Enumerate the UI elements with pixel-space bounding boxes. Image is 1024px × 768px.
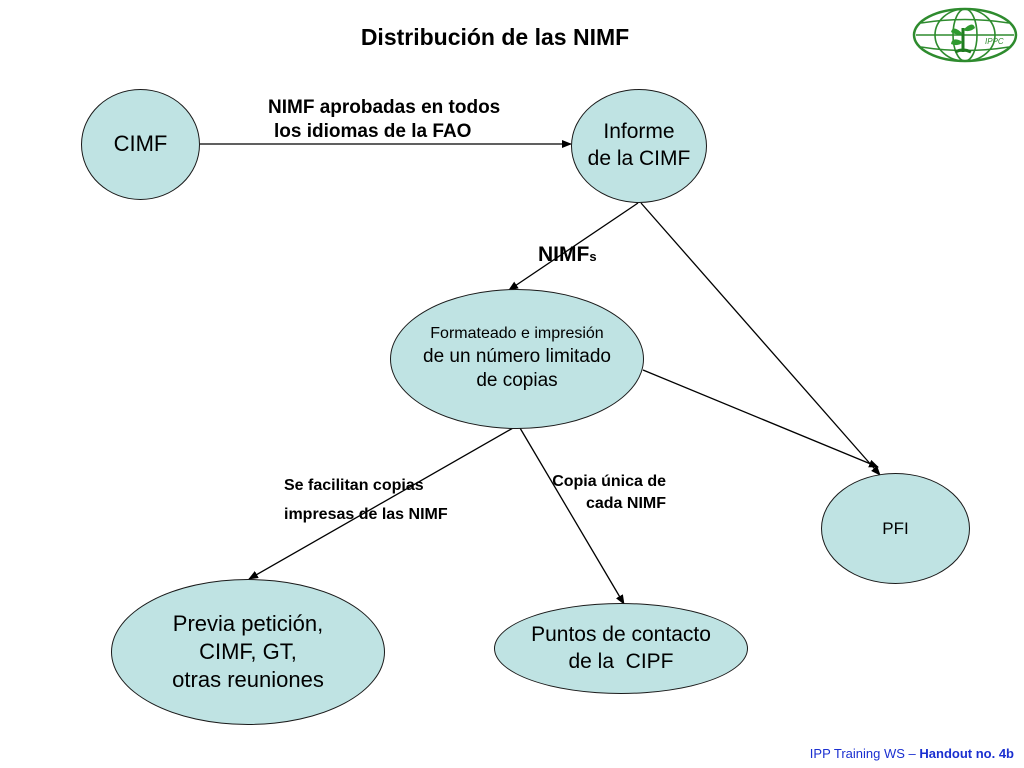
- node-pfi: PFI: [821, 473, 970, 584]
- node-cimf-label: CIMF: [113, 131, 168, 157]
- edge-label-copia: Copia única de cada NIMF: [520, 471, 666, 515]
- node-previa-line1: Previa petición,: [172, 610, 324, 636]
- node-previa-peticion: Previa petición, CIMF, GT, otras reunion…: [111, 579, 385, 725]
- node-formateado: Formateado e impresión de un número limi…: [390, 289, 644, 429]
- node-formateado-line3: de copias: [476, 370, 558, 392]
- node-pfi-label: PFI: [882, 518, 909, 538]
- edge-label-aprobadas-line1: NIMF aprobadas en todos: [268, 97, 501, 118]
- node-puntos-line1: Puntos de contacto: [531, 622, 711, 646]
- node-formateado-line1: Formateado e impresión: [430, 325, 604, 343]
- ippc-logo: IPPC: [911, 6, 1019, 69]
- arrow-formateado-to-previa: [248, 427, 514, 580]
- edge-label-aprobadas-line2: los idiomas de la FAO: [274, 121, 472, 142]
- node-puntos-line2: de la CIPF: [568, 649, 674, 673]
- ippc-globe-plant-logo: IPPC: [912, 7, 1018, 63]
- edge-label-facilitan-line1: Se facilitan copias: [284, 477, 424, 494]
- edge-label-copia-line1: Copia única de: [552, 473, 666, 490]
- edge-label-facilitan-line2: impresas de las NIMF: [284, 506, 448, 523]
- logo-text: IPPC: [985, 37, 1004, 46]
- node-previa-line3: otras reuniones: [172, 667, 324, 693]
- footer-handout-number: Handout no. 4b: [919, 746, 1014, 761]
- edge-label-nimfs: NIMFs: [538, 243, 597, 267]
- footer-prefix: IPP Training WS –: [809, 746, 920, 761]
- node-informe-line1: Informe: [603, 120, 675, 144]
- node-informe-cimf: Informe de la CIMF: [571, 89, 707, 203]
- edge-label-facilitan: Se facilitan copias impresas de las NIMF: [284, 471, 448, 529]
- node-formateado-line2: de un número limitado: [423, 345, 611, 367]
- arrow-formateado-to-pfi: [642, 369, 879, 468]
- arrow-informe-to-pfi: [640, 202, 881, 476]
- node-cimf: CIMF: [81, 89, 200, 200]
- arrow-formateado-to-puntos: [519, 427, 625, 605]
- node-puntos-contacto: Puntos de contacto de la CIPF: [494, 603, 748, 694]
- edge-label-nimfs-main: NIMF: [538, 243, 590, 266]
- edge-label-nimfs-sub: s: [589, 249, 597, 264]
- node-previa-line2: CIMF, GT,: [199, 638, 297, 664]
- node-informe-line2: de la CIMF: [587, 147, 691, 170]
- edge-label-copia-line2: cada NIMF: [585, 495, 666, 512]
- edge-label-aprobadas: NIMF aprobadas en todos los idiomas de l…: [268, 96, 500, 144]
- arrow-informe-to-formateado: [508, 202, 639, 291]
- footer-handout: IPP Training WS – Handout no. 4b: [810, 746, 1014, 761]
- page-title: Distribución de las NIMF: [360, 24, 630, 50]
